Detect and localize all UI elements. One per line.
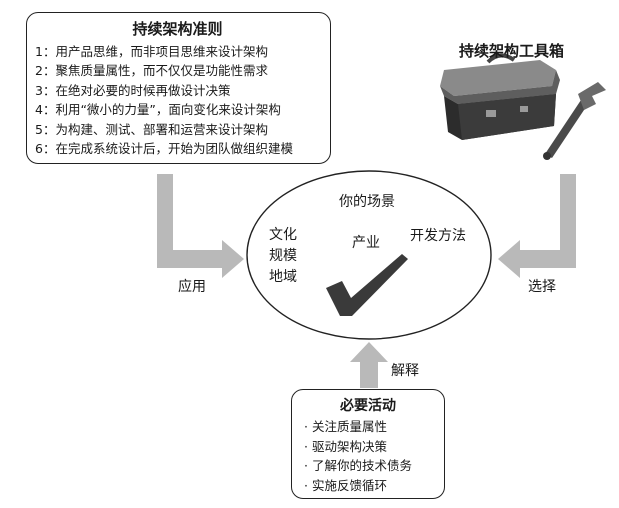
- principles-title: 持续架构准则: [132, 20, 223, 38]
- activities-box: 必要活动 · 关注质量属性 · 驱动架构决策 · 了解你的技术债务 · 实施反馈…: [291, 389, 445, 499]
- activity-item: · 关注质量属性: [304, 419, 387, 434]
- toolbox-title: 持续架构工具箱: [459, 42, 565, 60]
- wrench-icon: [543, 82, 606, 160]
- activity-item: · 实施反馈循环: [304, 477, 387, 493]
- select-arrow: [498, 174, 576, 278]
- principle-item: 4：利用“微小的力量”，面向变化来设计架构: [35, 102, 281, 118]
- scenario-ellipse: [246, 170, 492, 340]
- principle-item: 3：在绝对必要的时候再做设计决策: [35, 82, 231, 98]
- scenario-scale: 规模: [269, 248, 297, 264]
- activities-list: · 关注质量属性 · 驱动架构决策 · 了解你的技术债务 · 实施反馈循环: [304, 417, 444, 495]
- activities-title: 必要活动: [340, 398, 396, 414]
- explain-arrow: [350, 342, 388, 388]
- principles-list: 1：用产品思维，而非项目思维来设计架构 2：聚焦质量属性，而不仅仅是功能性需求 …: [35, 42, 320, 158]
- activity-item: · 了解你的技术债务: [304, 458, 412, 474]
- scenario-culture: 文化: [269, 227, 297, 243]
- scenario-industry: 产业: [352, 235, 380, 251]
- principle-item: 6：在完成系统设计后，开始为团队做组织建模: [35, 141, 293, 157]
- scenario-dev-method: 开发方法: [410, 228, 466, 244]
- explain-label: 解释: [391, 363, 419, 379]
- scenario-title: 你的场景: [339, 194, 395, 210]
- activity-item: · 驱动架构决策: [304, 438, 387, 454]
- principles-box: 持续架构准则 1：用产品思维，而非项目思维来设计架构 2：聚焦质量属性，而不仅仅…: [26, 12, 331, 164]
- select-label: 选择: [528, 279, 556, 295]
- check-mark-icon: [326, 254, 408, 316]
- apply-label: 应用: [178, 279, 206, 295]
- scenario-region: 地域: [269, 269, 297, 285]
- principle-item: 1：用产品思维，而非项目思维来设计架构: [35, 44, 268, 59]
- principle-item: 2：聚焦质量属性，而不仅仅是功能性需求: [35, 63, 268, 79]
- principle-item: 5：为构建、测试、部署和运营来设计架构: [35, 121, 268, 137]
- toolbox-icon: [440, 53, 560, 140]
- apply-arrow: [157, 174, 244, 278]
